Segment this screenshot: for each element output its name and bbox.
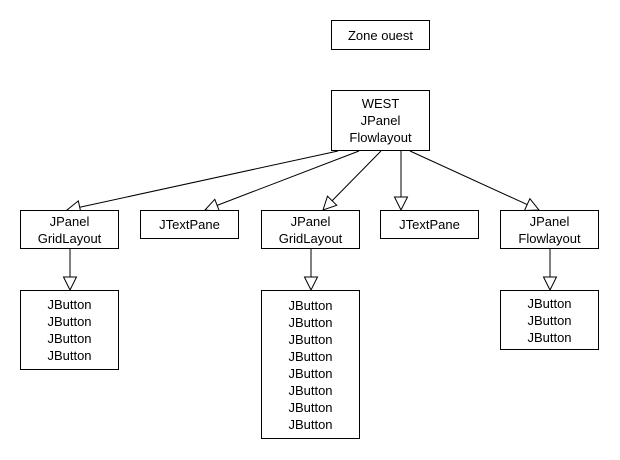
title-label: Zone ouest bbox=[347, 27, 414, 43]
child-node-5: JPanel Flowlayout bbox=[500, 210, 599, 249]
leaf-node-1: JButton JButton JButton JButton bbox=[20, 290, 119, 370]
leaf-line: JButton bbox=[47, 297, 92, 312]
root-line: JPanel bbox=[360, 113, 401, 128]
child-node-2: JTextPane bbox=[140, 210, 239, 239]
child-line: JTextPane bbox=[399, 217, 460, 232]
child-node-4: JTextPane bbox=[380, 210, 479, 239]
root-line: WEST bbox=[361, 96, 400, 111]
edge-root-child-5-line bbox=[409, 150, 528, 206]
edge-child-5-leaf-arrowhead-icon bbox=[542, 276, 558, 292]
leaf-line: JButton bbox=[288, 297, 333, 313]
child-node-1: JPanel GridLayout bbox=[20, 210, 119, 249]
leaf-line: JButton bbox=[288, 314, 333, 330]
leaf-node-3: JButton JButton JButton JButton JButton … bbox=[261, 290, 360, 439]
leaf-line: JButton bbox=[47, 331, 92, 346]
edge-root-child-4-arrowhead-icon bbox=[393, 196, 409, 212]
title-box: Zone ouest bbox=[331, 20, 430, 50]
child-line: JPanel bbox=[529, 213, 570, 229]
leaf-line: JButton bbox=[47, 348, 92, 363]
root-node: WEST JPanel Flowlayout bbox=[331, 90, 430, 151]
child-node-3: JPanel GridLayout bbox=[261, 210, 360, 249]
leaf-line: JButton bbox=[288, 348, 333, 364]
leaf-line: JButton bbox=[288, 382, 333, 398]
leaf-line: JButton bbox=[527, 329, 572, 345]
child-line: GridLayout bbox=[278, 230, 343, 246]
child-line: Flowlayout bbox=[518, 230, 581, 246]
edge-root-child-3-arrowhead-icon bbox=[322, 195, 338, 211]
leaf-line: JButton bbox=[288, 416, 333, 432]
leaf-line: JButton bbox=[527, 312, 572, 328]
child-line: JPanel bbox=[290, 213, 331, 229]
edge-root-child-1-line bbox=[79, 150, 339, 208]
edge-root-child-3-line bbox=[331, 150, 382, 202]
root-line: Flowlayout bbox=[349, 130, 412, 145]
leaf-line: JButton bbox=[47, 314, 92, 329]
leaf-line: JButton bbox=[288, 365, 333, 381]
child-line: JTextPane bbox=[159, 217, 220, 232]
edge-root-child-5-arrowhead-icon bbox=[523, 197, 541, 212]
child-line: GridLayout bbox=[37, 230, 102, 246]
edge-child-1-leaf-arrowhead-icon bbox=[62, 276, 78, 292]
leaf-line: JButton bbox=[288, 331, 333, 347]
edge-root-child-2-line bbox=[216, 150, 360, 206]
leaf-line: JButton bbox=[288, 399, 333, 415]
leaf-line: JButton bbox=[527, 295, 572, 311]
child-line: JPanel bbox=[49, 213, 90, 229]
leaf-node-5: JButton JButton JButton bbox=[500, 290, 599, 350]
edge-child-3-leaf-arrowhead-icon bbox=[303, 276, 319, 292]
